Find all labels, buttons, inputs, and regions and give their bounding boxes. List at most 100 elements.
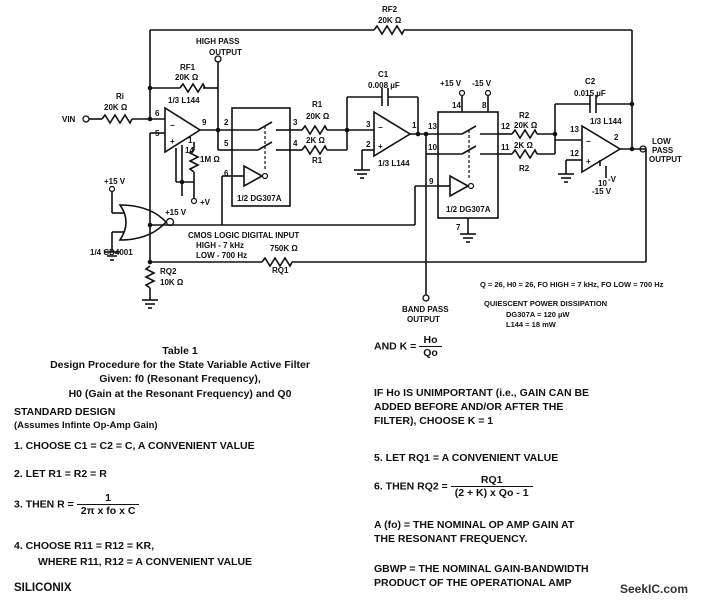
and-k: AND K = Ho Qo (374, 334, 442, 359)
vin-label: VIN (62, 115, 76, 124)
low-pass-label-2: PASS (652, 146, 674, 155)
plus15-b-label: +15 V (440, 79, 462, 88)
resistor-r2b (511, 148, 538, 160)
svg-text:+: + (586, 157, 591, 166)
svg-text:12: 12 (501, 122, 510, 131)
svg-text:9: 9 (429, 177, 434, 186)
svg-text:1: 1 (188, 136, 193, 145)
r1b-value: 2K Ω (306, 136, 325, 145)
l144-power-note: L144 = 18 mW (506, 320, 557, 329)
rq2-label: RQ2 (160, 267, 177, 276)
step-3-pre: 3. THEN R = (14, 498, 74, 511)
rq1-value: 750K Ω (270, 244, 298, 253)
if-ho-2: ADDED BEFORE AND/OR AFTER THE (374, 401, 564, 414)
step-3-num: 1 (76, 492, 140, 505)
and-k-pre: AND K = (374, 340, 417, 353)
dg-power-note: DG307A = 120 µW (506, 310, 570, 319)
cmos-label-2: HIGH - 7 kHz (196, 241, 244, 250)
r2a-label: R2 (519, 111, 530, 120)
svg-text:3: 3 (293, 118, 298, 127)
table-title: Table 1 (162, 345, 198, 357)
plus15-a-label: +15 V (165, 208, 187, 217)
c2-label: C2 (585, 77, 596, 86)
resistor-rf2 (373, 24, 405, 36)
ri-label: Ri (116, 92, 124, 101)
step-3: 3. THEN R = 1 2π x fo x C (14, 492, 140, 517)
minus-v-label: -V (608, 175, 617, 184)
rq1-label: RQ1 (272, 266, 289, 275)
plus-v-label: +V (200, 198, 211, 207)
op1-label: 1/3 L144 (168, 96, 200, 105)
resistor-1m (188, 149, 200, 173)
resistor-r2a (511, 128, 538, 140)
opamp-2 (373, 110, 412, 158)
r1a-label: R1 (312, 100, 323, 109)
rq2-value: 10K Ω (160, 278, 184, 287)
and-k-fraction: Ho Qo (419, 334, 442, 359)
r1a-value: 20K Ω (306, 112, 330, 121)
svg-text:11: 11 (501, 143, 510, 152)
standard-design: STANDARD DESIGN (14, 406, 116, 418)
rf2-value: 20K Ω (378, 16, 402, 25)
svg-text:14: 14 (452, 101, 461, 110)
svg-text:6: 6 (155, 109, 160, 118)
opamp-1 (164, 106, 202, 154)
svg-text:+: + (378, 142, 383, 151)
rf2-label: RF2 (382, 5, 398, 14)
quiescent-note: QUIESCENT POWER DISSIPATION (484, 299, 607, 308)
minus15-b-label: -15 V (592, 187, 612, 196)
step-3-fraction: 1 2π x fo x C (76, 492, 140, 517)
table-heading: Table 1 Design Procedure for the State V… (20, 344, 340, 401)
r2b-value: 2K Ω (514, 141, 533, 150)
step-1: 1. CHOOSE C1 = C2 = C, A CONVENIENT VALU… (14, 440, 255, 452)
resistor-ri (101, 113, 133, 125)
low-pass-label: LOW (652, 137, 671, 146)
band-pass-label-2: OUTPUT (407, 315, 440, 324)
resistor-rq1 (261, 256, 293, 268)
svg-text:9: 9 (202, 118, 207, 127)
nor-label: 1/4 CD4001 (90, 248, 133, 257)
spec-note: Q = 26, H0 = 26, FO HIGH = 7 kHz, FO LOW… (480, 280, 664, 289)
and-k-num: Ho (419, 334, 442, 347)
resistor-rf1 (179, 82, 206, 94)
band-pass-label: BAND PASS (402, 305, 449, 314)
table-subtitle: Design Procedure for the State Variable … (50, 359, 310, 372)
step-4b: WHERE R11, R12 = A CONVENIENT VALUE (38, 556, 253, 568)
filter-schematic: VIN Ri 20K Ω RF2 20K Ω − + 6 5 1/3 L144 … (62, 5, 682, 329)
svg-text:2: 2 (366, 140, 371, 149)
svg-text:3: 3 (366, 120, 371, 129)
ri-value: 20K Ω (104, 103, 128, 112)
svg-text:2: 2 (224, 118, 229, 127)
svg-text:1: 1 (412, 121, 417, 130)
op3-label: 1/3 L144 (590, 117, 622, 126)
step-5: 5. LET RQ1 = A CONVENIENT VALUE (374, 452, 559, 464)
step-2: 2. LET R1 = R2 = R (14, 468, 107, 480)
if-ho-3: FILTER), CHOOSE K = 1 (374, 415, 494, 428)
step-6-num: RQ1 (450, 474, 533, 487)
step-3-den: 2π x fo x C (80, 505, 136, 517)
cmos-label-1: CMOS LOGIC DIGITAL INPUT (188, 231, 299, 240)
high-pass-label-2: OUTPUT (209, 48, 242, 57)
svg-text:10: 10 (428, 143, 437, 152)
r2b-label: R2 (519, 164, 530, 173)
table-given-2: H0 (Gain at the Resonant Frequency) and … (68, 387, 292, 400)
svg-text:14: 14 (185, 146, 194, 155)
r2a-value: 20K Ω (514, 121, 538, 130)
svg-text:13: 13 (570, 125, 579, 134)
switch-2-label: 1/2 DG307A (446, 205, 491, 214)
c2-value: 0.015 µF (574, 89, 606, 98)
svg-text:5: 5 (224, 139, 229, 148)
brand-siliconix: SILICONIX (14, 582, 72, 594)
c1-value: 0.008 µF (368, 81, 400, 90)
svg-text:4: 4 (293, 139, 298, 148)
high-pass-terminal (214, 55, 222, 63)
svg-text:7: 7 (456, 223, 461, 232)
step-6-pre: 6. THEN RQ2 = (374, 480, 448, 493)
svg-text:−: − (378, 123, 383, 132)
gbwp-2: PRODUCT OF THE OPERATIONAL AMP (374, 577, 572, 590)
svg-text:2: 2 (614, 133, 619, 142)
step-6-den: (2 + K) x Qo - 1 (454, 487, 529, 499)
step-4a: 4. CHOOSE R11 = R12 = KR, (14, 540, 155, 552)
switch-1-label: 1/2 DG307A (237, 194, 282, 203)
svg-text:8: 8 (482, 101, 487, 110)
